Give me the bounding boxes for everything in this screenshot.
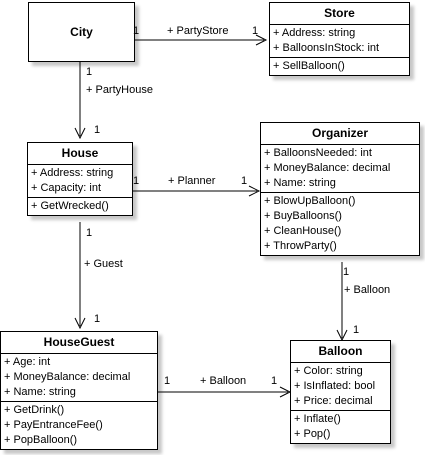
house-operation: + GetWrecked() [31,200,109,212]
balloon-operation: + Pop() [294,428,331,440]
mult-planner-target: 1 [241,175,248,187]
class-houseguest[interactable]: HouseGuest + Age: int + MoneyBalance: de… [0,331,158,450]
class-balloon[interactable]: Balloon + Color: string + IsInflated: bo… [290,340,391,444]
mult-party-store-source: 1 [133,25,140,37]
assoc-label-party-store: + PartyStore [167,25,229,37]
store-operation: + SellBalloon() [273,60,345,72]
organizer-attribute: + MoneyBalance: decimal [264,162,391,174]
mult-balloon-guest-source: 1 [164,375,171,387]
houseguest-operation: + PopBalloon() [4,434,78,446]
houseguest-attribute: + MoneyBalance: decimal [4,371,131,383]
mult-party-house-target: 1 [94,124,101,136]
class-houseguest-name: HouseGuest [1,332,157,354]
mult-planner-source: 1 [133,175,140,187]
class-store[interactable]: Store + Address: string + BalloonsInStoc… [269,2,410,76]
house-operations: + GetWrecked() [28,198,132,215]
mult-party-house-source: 1 [86,66,93,78]
mult-balloon-org-target: 1 [353,324,360,336]
organizer-attribute: + Name: string [264,177,336,189]
organizer-operation: + BuyBalloons() [264,210,342,222]
class-store-name: Store [270,3,409,25]
store-attribute: + BalloonsInStock: int [273,42,380,54]
arrowhead-party-store [255,34,268,46]
balloon-operations: + Inflate() + Pop() [291,411,390,443]
store-attribute: + Address: string [273,27,356,39]
house-attributes: + Address: string + Capacity: int [28,165,132,198]
houseguest-attribute: + Age: int [4,356,51,368]
assoc-label-balloon-guest: + Balloon [200,375,247,387]
class-organizer-name: Organizer [261,123,419,145]
mult-party-store-target: 1 [252,25,259,37]
arrowhead-planner [248,185,261,197]
class-city-name: City [70,25,93,39]
organizer-attributes: + BalloonsNeeded: int + MoneyBalance: de… [261,145,419,193]
assoc-label-planner: + Planner [168,175,216,187]
balloon-operation: + Inflate() [294,413,341,425]
houseguest-attribute: + Name: string [4,386,76,398]
arrowhead-party-house [74,127,86,140]
class-organizer[interactable]: Organizer + BalloonsNeeded: int + MoneyB… [260,122,420,256]
class-house[interactable]: House + Address: string + Capacity: int … [27,142,133,216]
houseguest-operation: + PayEntranceFee() [4,419,103,431]
organizer-attribute: + BalloonsNeeded: int [264,147,372,159]
assoc-label-guest: + Guest [84,258,123,270]
house-attribute: + Capacity: int [31,182,102,194]
houseguest-operations: + GetDrink() + PayEntranceFee() + PopBal… [1,402,157,449]
assoc-label-balloon-org: + Balloon [344,284,391,296]
class-balloon-name: Balloon [291,341,390,363]
balloon-attribute: + IsInflated: bool [294,380,376,392]
organizer-operation: + ThrowParty() [264,240,337,252]
organizer-operation: + CleanHouse() [264,225,342,237]
houseguest-attributes: + Age: int + MoneyBalance: decimal + Nam… [1,354,157,402]
mult-balloon-guest-target: 1 [271,375,278,387]
mult-balloon-org-source: 1 [343,266,350,278]
balloon-attribute: + Price: decimal [294,395,373,407]
organizer-operations: + BlowUpBalloon() + BuyBalloons() + Clea… [261,193,419,255]
organizer-operation: + BlowUpBalloon() [264,195,356,207]
store-operations: + SellBalloon() [270,58,409,75]
balloon-attributes: + Color: string + IsInflated: bool + Pri… [291,363,390,411]
mult-guest-target: 1 [94,313,101,325]
house-attribute: + Address: string [31,167,114,179]
store-attributes: + Address: string + BalloonsInStock: int [270,25,409,58]
class-house-name: House [28,143,132,165]
class-city[interactable]: City [28,2,135,62]
mult-guest-source: 1 [86,227,93,239]
arrowhead-guest [74,317,86,330]
assoc-label-party-house: + PartyHouse [86,84,153,96]
balloon-attribute: + Color: string [294,365,363,377]
houseguest-operation: + GetDrink() [4,404,65,416]
